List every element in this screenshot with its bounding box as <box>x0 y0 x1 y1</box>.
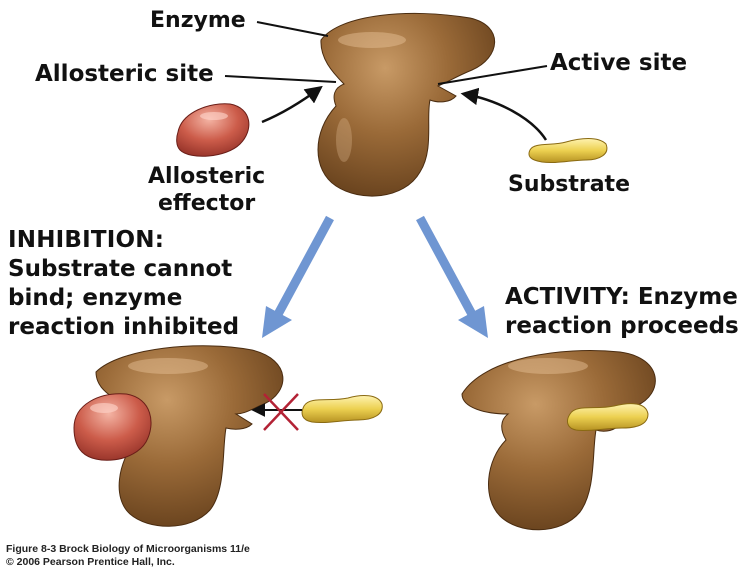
enzyme-inhibited <box>73 345 284 527</box>
inhibition-line3: reaction inhibited <box>8 314 240 340</box>
inhibition-heading: INHIBITION: <box>8 227 165 253</box>
active-site-label: Active site <box>550 50 688 76</box>
effector-approach-arrow <box>261 85 323 124</box>
substrate-bound <box>567 403 649 432</box>
substrate-approach-arrow <box>460 87 548 141</box>
enzyme-label: Enzyme <box>150 8 246 33</box>
caption-line2: © 2006 Pearson Prentice Hall, Inc. <box>6 556 175 568</box>
allosteric-effector-label: Allosteric effector <box>148 163 265 217</box>
substrate-top <box>528 138 608 164</box>
inhibition-flow-arrow <box>262 215 334 338</box>
activity-line1: ACTIVITY: Enzyme <box>505 283 739 312</box>
allosteric-effector-label-line2: effector <box>158 191 256 216</box>
inhibition-text: INHIBITION: Substrate cannot bind; enzym… <box>8 226 239 342</box>
allosteric-site-leader-line <box>224 75 337 83</box>
activity-flow-arrow <box>416 215 488 338</box>
caption-line1: Figure 8-3 Brock Biology of Microorganis… <box>6 543 250 555</box>
enzyme-top <box>317 12 496 197</box>
blocked-x-mark <box>263 393 299 431</box>
substrate-label: Substrate <box>508 172 630 197</box>
allosteric-effector-top <box>176 103 250 157</box>
activity-line2: reaction proceeds <box>505 313 739 339</box>
figure-caption: Figure 8-3 Brock Biology of Microorganis… <box>6 543 250 569</box>
enzyme-active <box>461 350 656 531</box>
activity-heading: ACTIVITY: <box>505 284 630 310</box>
inhibition-line2: bind; enzyme <box>8 285 183 311</box>
activity-text: ACTIVITY: Enzyme reaction proceeds <box>505 283 739 341</box>
inhibition-line1: Substrate cannot <box>8 256 233 282</box>
allosteric-site-label: Allosteric site <box>35 61 214 87</box>
allosteric-effector-label-line1: Allosteric <box>148 164 266 189</box>
enzyme-leader-line <box>256 21 329 37</box>
active-site-leader-line <box>437 65 548 85</box>
activity-line1-rest: Enzyme <box>629 284 738 310</box>
substrate-blocked <box>301 395 383 424</box>
